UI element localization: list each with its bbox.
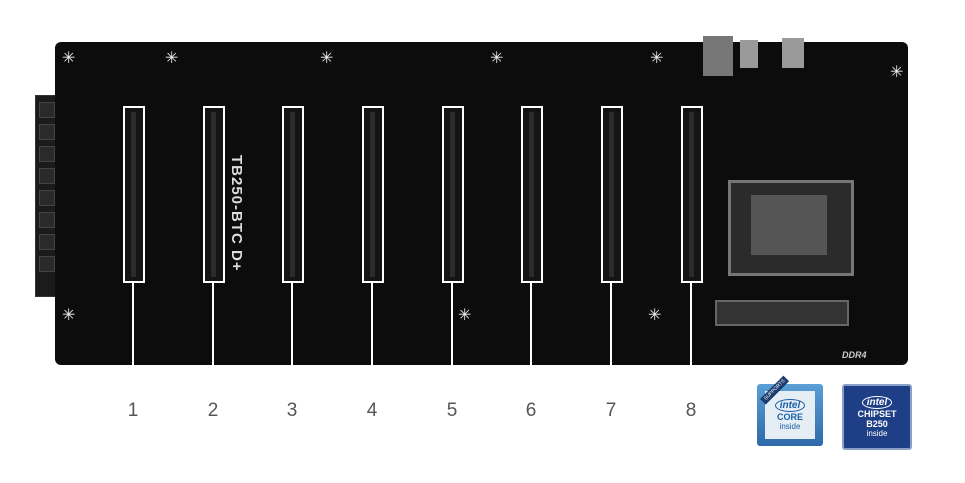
slot-label: 8	[685, 400, 697, 421]
callout-line	[132, 281, 134, 393]
slot-label: 1	[127, 400, 139, 421]
pcie-slot-8	[681, 106, 703, 283]
callout-line	[690, 281, 692, 393]
intel-logo: intel	[774, 399, 806, 412]
intel-core-badge: intel CORE inside	[757, 384, 823, 446]
mounting-hole: ✳	[490, 50, 504, 67]
badge-name: CHIPSET	[857, 409, 897, 419]
badge-sub: inside	[779, 422, 801, 431]
slot-label: 4	[366, 400, 378, 421]
slot-label: 6	[525, 400, 537, 421]
pcie-slot-1	[123, 106, 145, 283]
pcie-slot-6	[521, 106, 543, 283]
callout-line	[212, 281, 214, 393]
ethernet-port	[703, 36, 733, 76]
pcie-slot-2	[203, 106, 225, 283]
mounting-hole: ✳	[62, 50, 76, 67]
callout-line	[610, 281, 612, 393]
mounting-hole: ✳	[890, 64, 904, 81]
mounting-hole: ✳	[650, 50, 664, 67]
callout-line	[530, 281, 532, 393]
slot-label: 5	[446, 400, 458, 421]
mounting-hole: ✳	[320, 50, 334, 67]
pcie-slot-7	[601, 106, 623, 283]
mounting-hole: ✳	[648, 307, 662, 324]
badge-name: CORE	[776, 412, 803, 422]
callout-line	[291, 281, 293, 393]
usb-port	[740, 40, 758, 68]
slot-label: 7	[605, 400, 617, 421]
ddr4-label: DDR4	[842, 350, 867, 360]
mounting-hole: ✳	[62, 307, 76, 324]
cpu-socket	[728, 180, 854, 276]
pcie-slot-3	[282, 106, 304, 283]
slot-label: 3	[286, 400, 298, 421]
pcie-slot-5	[442, 106, 464, 283]
badge-model: B250	[866, 419, 888, 429]
badge-sub: inside	[866, 429, 888, 438]
mounting-hole: ✳	[458, 307, 472, 324]
intel-chipset-badge: intel CHIPSET B250 inside	[842, 384, 912, 450]
callout-line	[451, 281, 453, 393]
intel-logo: intel	[861, 396, 893, 409]
dimm-slot	[715, 300, 849, 326]
callout-line	[371, 281, 373, 393]
slot-label: 2	[207, 400, 219, 421]
pcie-slot-4	[362, 106, 384, 283]
board-model-text: TB250-BTC D+	[228, 155, 245, 272]
mounting-hole: ✳	[165, 50, 179, 67]
usb-port	[782, 38, 804, 68]
